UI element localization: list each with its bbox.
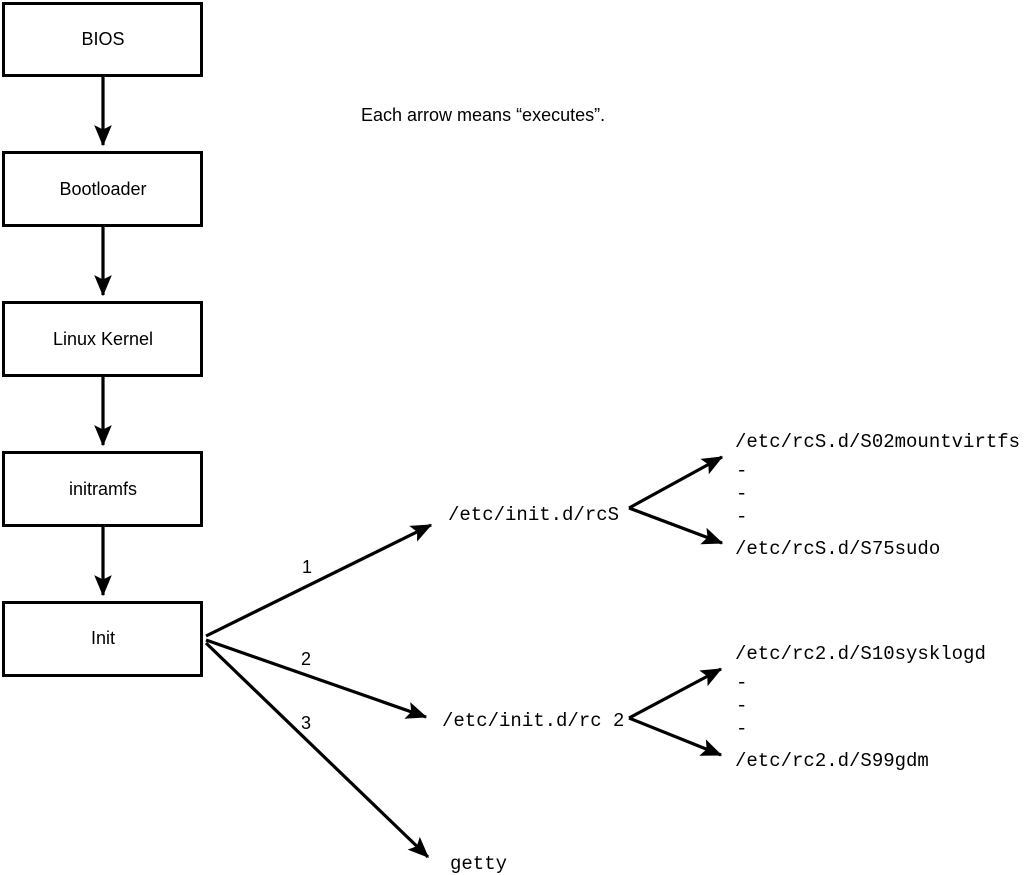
script-group-rcS: /etc/rcS.d/S02mountvirtfs - - - /etc/rcS… bbox=[628, 431, 1020, 560]
stage-boxes: BIOS Bootloader Linux Kernel initramfs I… bbox=[2, 2, 203, 677]
stage-box-linux-kernel[interactable]: Linux Kernel bbox=[2, 301, 203, 377]
script-ellipsis-rcS-1: - bbox=[736, 460, 747, 482]
init-branch-order-labels: 1 2 3 bbox=[301, 557, 312, 733]
script-label-rc2-last[interactable]: /etc/rc2.d/S99gdm bbox=[735, 750, 929, 772]
script-ellipsis-rc2-2: - bbox=[736, 695, 747, 717]
arrow-init-to-rc2 bbox=[205, 638, 428, 719]
branch-order-label-3: 3 bbox=[301, 713, 311, 733]
stage-box-linux-kernel-label: Linux Kernel bbox=[53, 329, 153, 349]
stage-box-bios-label: BIOS bbox=[81, 29, 124, 49]
stage-box-bootloader-rect bbox=[2, 151, 203, 227]
branch-order-label-2: 2 bbox=[301, 649, 311, 669]
stage-box-initramfs-rect bbox=[2, 451, 203, 527]
script-label-rcS-first[interactable]: /etc/rcS.d/S02mountvirtfs bbox=[735, 431, 1020, 453]
stage-box-bootloader-label: Bootloader bbox=[59, 179, 146, 199]
stage-box-initramfs[interactable]: initramfs bbox=[2, 451, 203, 527]
target-label-rc2[interactable]: /etc/init.d/rc 2 bbox=[442, 710, 624, 732]
stage-box-bootloader[interactable]: Bootloader bbox=[2, 151, 203, 227]
stage-box-init[interactable]: Init bbox=[2, 601, 203, 677]
script-group-rc2: /etc/rc2.d/S10sysklogd - - - /etc/rc2.d/… bbox=[628, 643, 986, 772]
arrow-rcS-to-last-script bbox=[628, 506, 724, 545]
script-ellipsis-rc2-1: - bbox=[736, 672, 747, 694]
arrow-rc2-to-last-script bbox=[628, 716, 723, 757]
arrow-init-to-getty bbox=[204, 641, 430, 859]
branch-order-label-1: 1 bbox=[302, 557, 312, 577]
script-ellipsis-rc2-3: - bbox=[736, 718, 747, 740]
arrow-rc2-to-first-script bbox=[628, 667, 723, 720]
stage-box-init-label: Init bbox=[91, 628, 115, 648]
arrow-rcS-to-first-script bbox=[628, 455, 724, 510]
init-branch-arrows bbox=[204, 523, 433, 859]
stage-box-bios[interactable]: BIOS bbox=[2, 2, 203, 77]
script-label-rcS-last[interactable]: /etc/rcS.d/S75sudo bbox=[735, 538, 940, 560]
stage-box-linux-kernel-rect bbox=[2, 301, 203, 377]
arrow-meaning-note: Each arrow means “executes”. bbox=[361, 105, 605, 125]
target-label-getty[interactable]: getty bbox=[450, 853, 507, 875]
init-branch-targets: /etc/init.d/rcS /etc/init.d/rc 2 getty bbox=[442, 504, 624, 875]
script-label-rc2-first[interactable]: /etc/rc2.d/S10sysklogd bbox=[735, 643, 986, 665]
stage-box-init-rect bbox=[2, 601, 203, 677]
target-label-rcS[interactable]: /etc/init.d/rcS bbox=[448, 504, 619, 526]
arrow-init-to-rcS bbox=[205, 523, 433, 638]
script-ellipsis-rcS-2: - bbox=[736, 483, 747, 505]
stage-box-initramfs-label: initramfs bbox=[69, 479, 137, 499]
script-ellipsis-rcS-3: - bbox=[736, 506, 747, 528]
stage-box-bios-rect bbox=[2, 2, 203, 77]
